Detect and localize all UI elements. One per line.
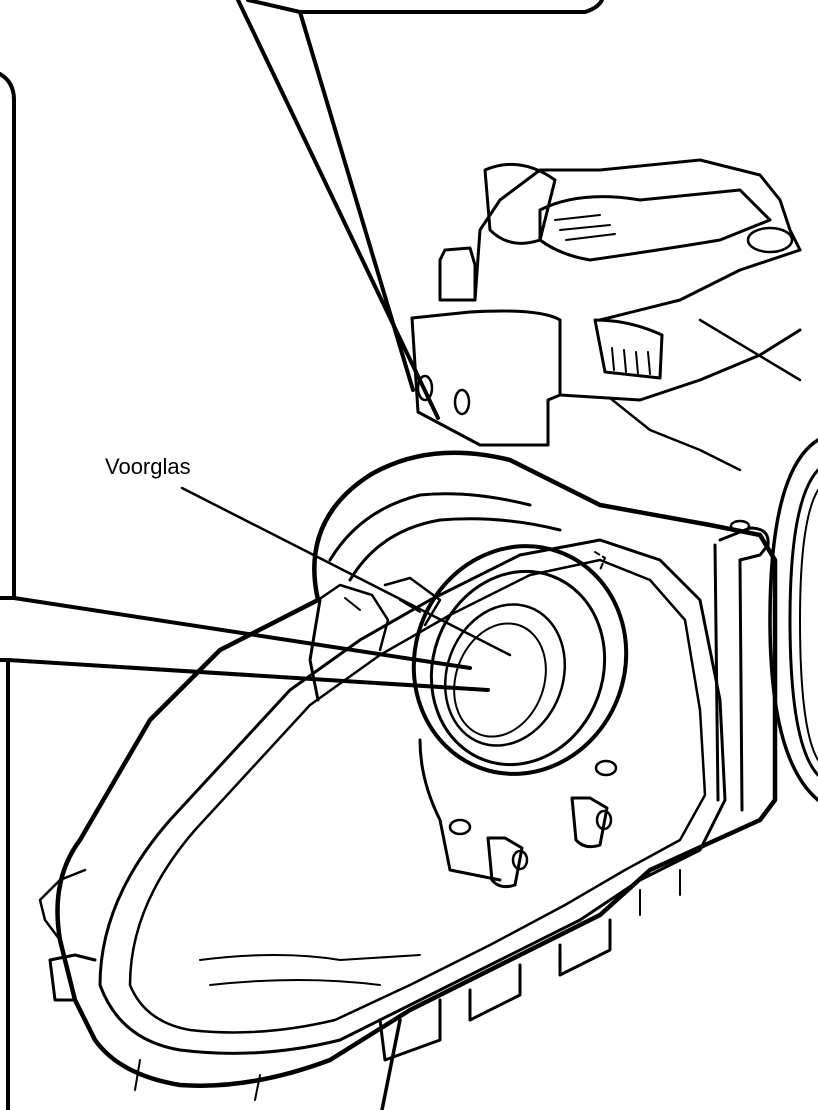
camera-body-top <box>410 158 802 472</box>
front-housing <box>38 450 778 1101</box>
callout-label-front-glass: Voorglas <box>105 454 191 479</box>
side-ring-edge <box>768 438 818 802</box>
callout-box-frames <box>0 0 604 1110</box>
mounting-pins <box>448 759 618 889</box>
leader-lines <box>6 0 512 1110</box>
